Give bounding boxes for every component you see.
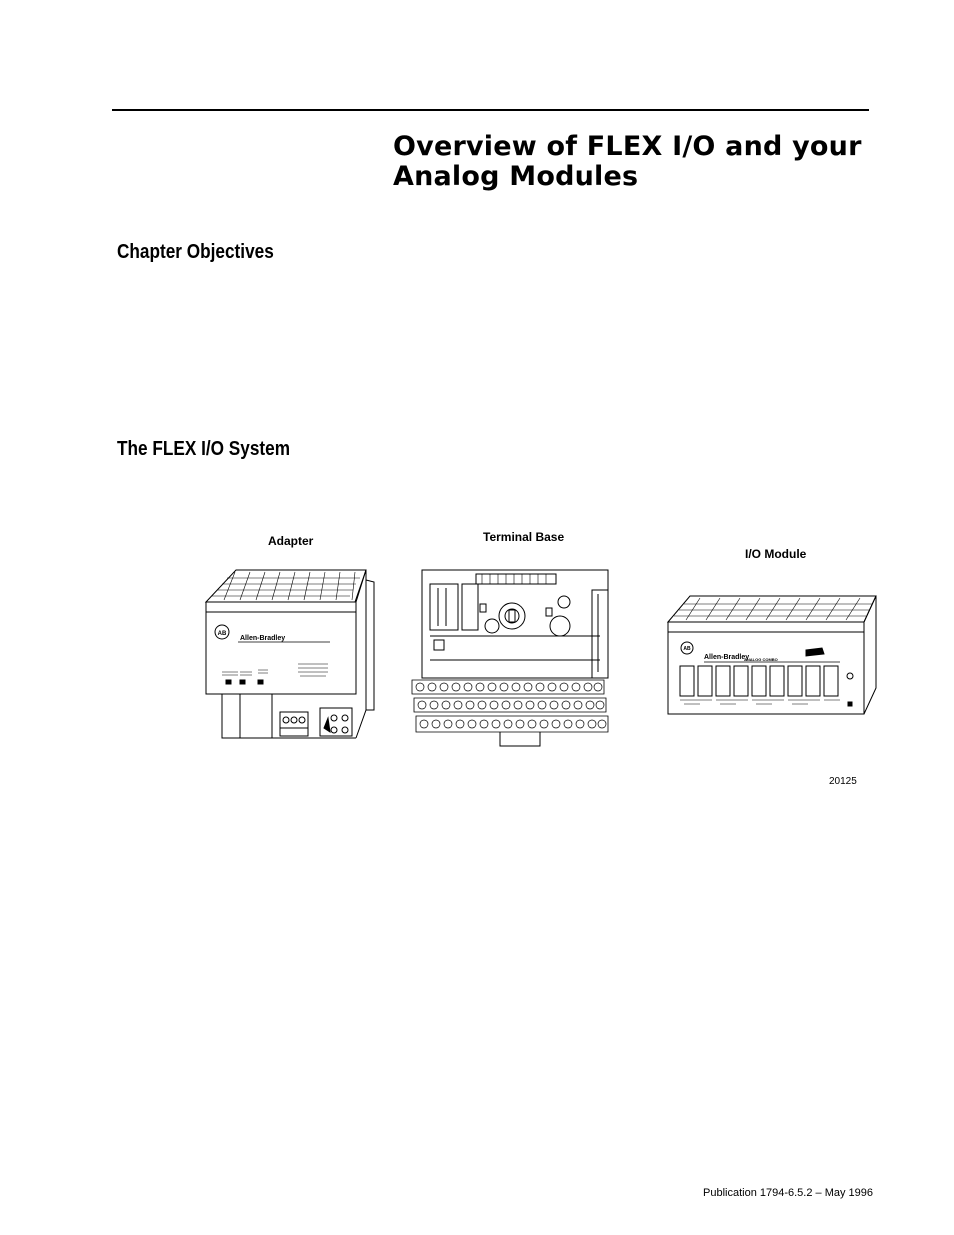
adapter-illustration: AB Allen-Bradley [206,570,374,738]
module-ab-logo-icon: AB [683,646,691,652]
terminal-base-illustration [412,570,608,746]
publication-footer: Publication 1794-6.5.2 – May 1996 [703,1187,874,1199]
io-module-illustration: AB Allen-Bradley ANALOG COMBO [668,596,876,714]
chapter-title-line-2: Analog Modules [393,161,639,192]
module-brand-text: Allen-Bradley [704,654,749,661]
chapter-title-line-1: Overview of FLEX I/O and your [393,131,862,162]
terminal-screw-row-3 [420,720,606,728]
chapter-title: Overview of FLEX I/O and your Analog Mod… [393,132,893,192]
flex-io-system-figure: AB Allen-Bradley [200,560,880,760]
adapter-ab-logo-icon: AB [218,631,227,637]
figure-number: 20125 [829,776,857,787]
terminal-screw-row-1 [416,683,602,691]
module-subtitle-text: ANALOG COMBO [744,657,778,662]
figure-label-terminal-base: Terminal Base [483,530,565,544]
adapter-brand-text: Allen-Bradley [240,635,285,642]
figure-label-io-module: I/O Module [745,547,807,561]
flex-io-illustration: AB Allen-Bradley [200,560,880,760]
top-rule [112,109,869,111]
section-heading-flex-io-system: The FLEX I/O System [117,438,291,460]
terminal-screw-row-2 [418,701,604,709]
section-heading-chapter-objectives: Chapter Objectives [117,241,274,263]
module-channel-slots [680,666,838,696]
figure-label-adapter: Adapter [268,534,314,548]
